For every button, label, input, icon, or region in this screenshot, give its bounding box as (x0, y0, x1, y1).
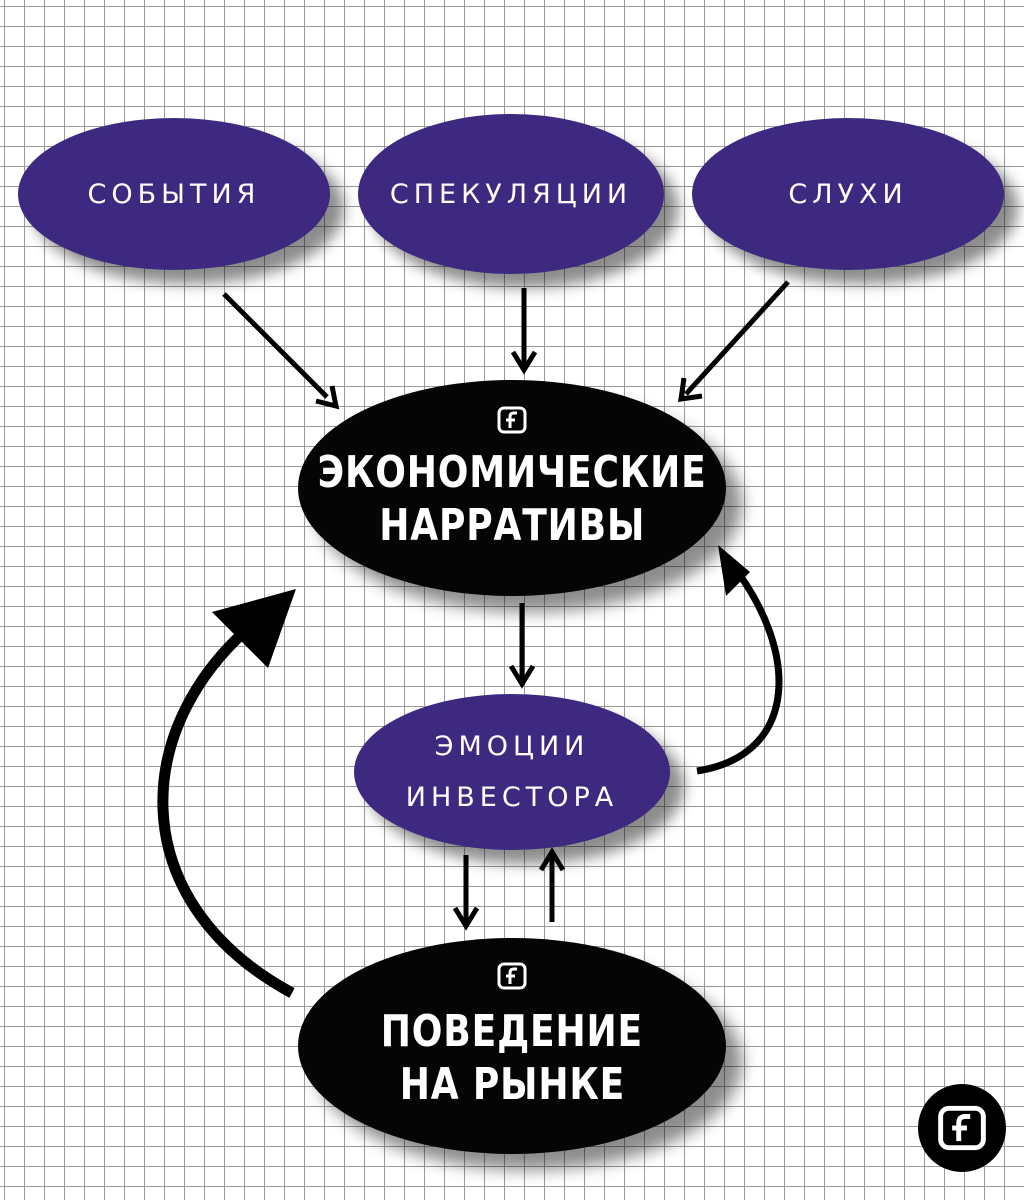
node-emotions-text: Эмоции инвестора (406, 733, 618, 811)
node-events: События (18, 118, 330, 270)
node-narratives-line1: Экономические (317, 447, 707, 499)
node-events-label: События (87, 178, 261, 210)
node-narratives-line2: нарративы (378, 500, 645, 551)
arrow-emotions-to-narratives-loop (696, 545, 783, 775)
fs-logo-icon (497, 962, 527, 990)
node-market-line2: на рынке (399, 1059, 625, 1110)
node-emotions: Эмоции инвестора (354, 694, 670, 850)
fs-logo-icon (938, 1105, 986, 1151)
node-emotions-line1: Эмоции (434, 731, 590, 762)
fs-logo-icon (497, 406, 527, 434)
node-emotions-line2: инвестора (405, 782, 619, 813)
arrow-market-to-narratives-loop (157, 589, 296, 998)
node-market: Поведение на рынке (298, 938, 726, 1154)
arrow-emotions-to-market (452, 855, 480, 931)
node-narratives-text: Экономические нарративы (275, 447, 749, 553)
node-speculation: Спекуляции (358, 114, 664, 274)
arrow-narratives-to-emotions (508, 603, 536, 689)
arrow-speculation-to-narratives (510, 288, 538, 375)
brand-logo (918, 1084, 1006, 1172)
arrow-market-to-emotions (538, 847, 566, 922)
node-market-line1: Поведение (380, 1006, 644, 1058)
node-rumors: Слухи (692, 118, 1004, 270)
node-speculation-label: Спекуляции (389, 178, 633, 210)
arrow-events-to-narratives (222, 292, 340, 410)
node-market-text: Поведение на рынке (352, 1006, 672, 1112)
node-narratives: Экономические нарративы (298, 380, 726, 596)
node-rumors-label: Слухи (788, 178, 908, 210)
arrow-rumors-to-narratives (678, 280, 790, 402)
